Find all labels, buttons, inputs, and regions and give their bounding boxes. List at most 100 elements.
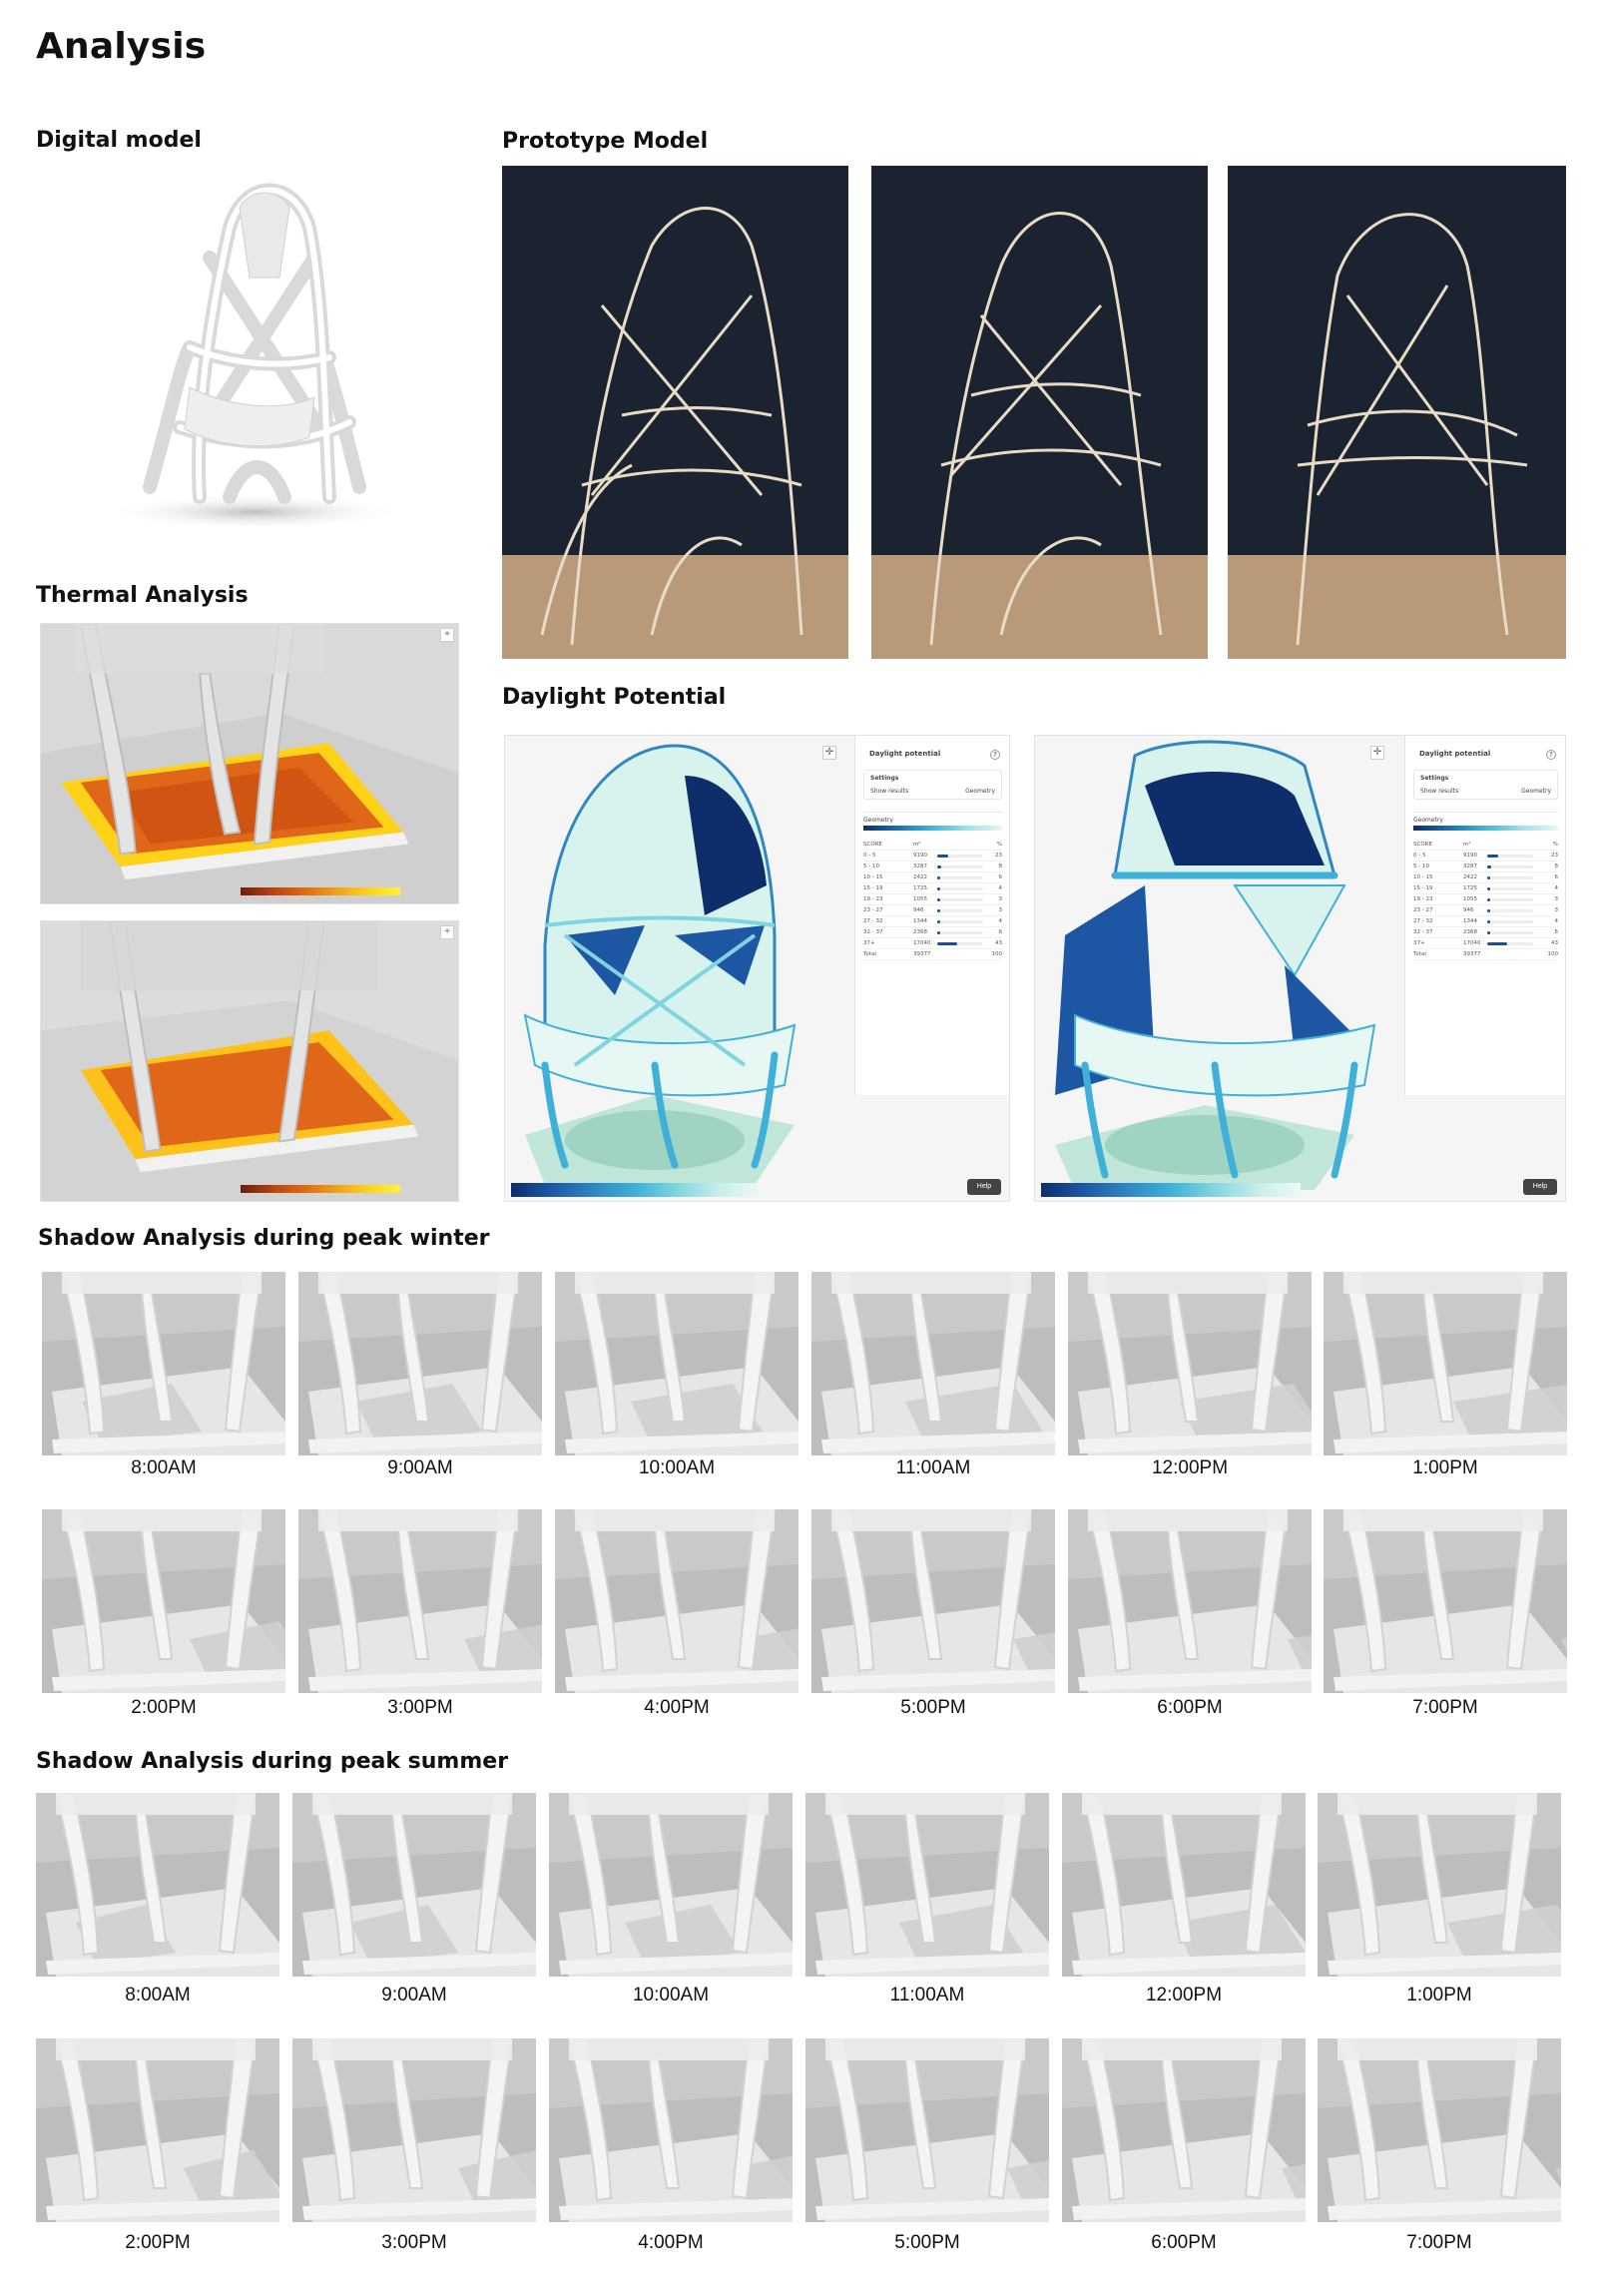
thermal-zoom-button[interactable]: + — [440, 628, 454, 642]
time-label: 1:00PM — [1412, 1457, 1478, 1478]
time-label: 7:00PM — [1406, 2232, 1472, 2253]
shadow-study-image — [805, 2038, 1049, 2222]
daylight-locate-button-2[interactable]: ✛ — [1370, 746, 1384, 760]
thermal-view-1: + — [40, 623, 459, 904]
shadow-study-image — [1318, 1793, 1561, 1977]
shadow-study-image — [805, 1793, 1049, 1977]
daylight-row-bar — [1487, 931, 1533, 934]
time-label: 4:00PM — [644, 1697, 710, 1718]
time-label: 9:00AM — [387, 1457, 453, 1478]
time-label: 2:00PM — [131, 1697, 197, 1718]
time-label: 11:00AM — [895, 1457, 971, 1478]
daylight-row-bar — [937, 865, 983, 868]
shadow-study-image — [811, 1509, 1055, 1693]
thermal-legend-bar-2 — [241, 1185, 400, 1193]
time-label: 9:00AM — [381, 1985, 447, 2006]
daylight-row-bar — [937, 909, 983, 912]
daylight-row-bar — [1487, 920, 1533, 923]
shadow-study-image — [1324, 1509, 1567, 1693]
daylight-row-bar — [1487, 855, 1533, 858]
prototype-photo-3 — [1228, 166, 1566, 659]
page-title: Analysis — [36, 26, 207, 67]
section-thermal-analysis: Thermal Analysis — [36, 583, 249, 608]
geometry-header[interactable]: Geometry — [863, 812, 1002, 824]
info-icon-2[interactable]: ? — [1546, 750, 1556, 760]
time-label: 7:00PM — [1412, 1697, 1478, 1718]
daylight-panel: Daylight potential ? Settings Show resul… — [854, 736, 1009, 1095]
geometry-header-2[interactable]: Geometry — [1413, 812, 1558, 824]
daylight-legend — [511, 1183, 761, 1197]
shadow-study-image — [1062, 2038, 1306, 2222]
settings-box-2[interactable]: Settings Show results Geometry — [1413, 770, 1558, 800]
time-label: 4:00PM — [638, 2232, 704, 2253]
digital-model-render — [80, 168, 419, 537]
daylight-view-1: ✛ Daylight potential ? Settings Show res… — [504, 735, 1010, 1202]
help-button[interactable]: Help — [967, 1179, 1001, 1195]
daylight-locate-button[interactable]: ✛ — [822, 746, 836, 760]
shadow-study-image — [292, 2038, 536, 2222]
time-label: 8:00AM — [131, 1457, 197, 1478]
time-label: 6:00PM — [1151, 2232, 1217, 2253]
shadow-study-image — [42, 1272, 285, 1455]
time-label: 6:00PM — [1157, 1697, 1223, 1718]
shadow-study-image — [36, 2038, 279, 2222]
info-icon[interactable]: ? — [990, 750, 1000, 760]
time-label: 10:00AM — [632, 1985, 710, 2006]
daylight-row-bar — [937, 887, 983, 890]
daylight-gradient-bar-2 — [1413, 826, 1558, 831]
shadow-study-image — [811, 1272, 1055, 1455]
daylight-gradient-bar — [863, 826, 1002, 831]
section-digital-model: Digital model — [36, 128, 202, 153]
shadow-study-image — [42, 1509, 285, 1693]
settings-box[interactable]: Settings Show results Geometry — [863, 770, 1002, 800]
daylight-row-bar — [937, 931, 983, 934]
daylight-row-bar — [937, 898, 983, 901]
daylight-row-bar — [937, 942, 983, 945]
daylight-panel-2: Daylight potential ? Settings Show resul… — [1404, 736, 1565, 1095]
prototype-photo-2 — [871, 166, 1208, 659]
section-shadow-winter: Shadow Analysis during peak winter — [38, 1226, 490, 1251]
section-prototype-model: Prototype Model — [502, 129, 709, 154]
shadow-study-image — [555, 1509, 798, 1693]
daylight-legend-2 — [1041, 1183, 1301, 1197]
daylight-row-bar — [937, 920, 983, 923]
shadow-study-image — [1062, 1793, 1306, 1977]
time-label: 12:00PM — [1145, 1985, 1223, 2006]
shadow-study-image — [1324, 1272, 1567, 1455]
thermal-zoom-button-2[interactable]: + — [440, 925, 454, 939]
shadow-study-image — [298, 1509, 542, 1693]
time-label: 10:00AM — [638, 1457, 716, 1478]
prototype-photo-1 — [502, 166, 848, 659]
thermal-legend-bar — [241, 887, 400, 895]
section-shadow-summer: Shadow Analysis during peak summer — [36, 1749, 509, 1774]
daylight-row-bar — [1487, 876, 1533, 879]
time-label: 5:00PM — [894, 2232, 960, 2253]
shadow-study-image — [1318, 2038, 1561, 2222]
time-label: 1:00PM — [1406, 1985, 1472, 2006]
daylight-panel-title-2: Daylight potential — [1419, 750, 1491, 758]
time-label: 12:00PM — [1151, 1457, 1229, 1478]
help-button-2[interactable]: Help — [1523, 1179, 1557, 1195]
shadow-study-image — [1068, 1509, 1312, 1693]
time-label: 3:00PM — [381, 2232, 447, 2253]
shadow-study-image — [549, 2038, 793, 2222]
daylight-panel-title: Daylight potential — [869, 750, 941, 758]
